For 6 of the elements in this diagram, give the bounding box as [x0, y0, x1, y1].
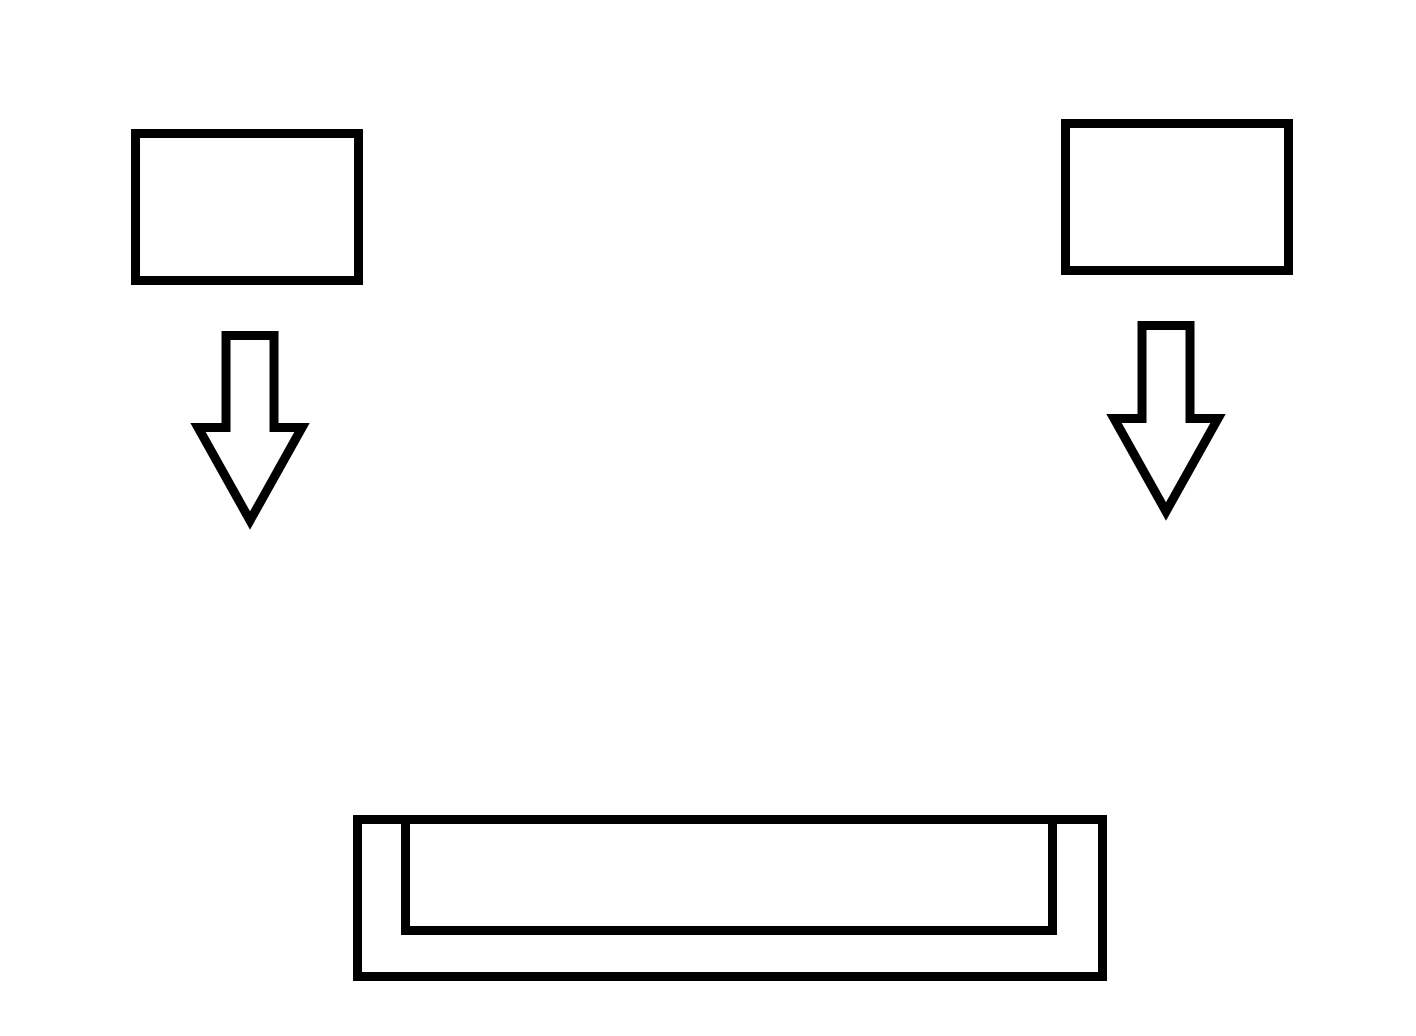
empty-box	[131, 129, 363, 285]
outer-frame	[353, 815, 1107, 981]
block-arrow	[190, 331, 310, 530]
inner-box	[401, 819, 1057, 935]
empty-box	[1061, 119, 1293, 275]
block-arrow	[1106, 321, 1226, 521]
